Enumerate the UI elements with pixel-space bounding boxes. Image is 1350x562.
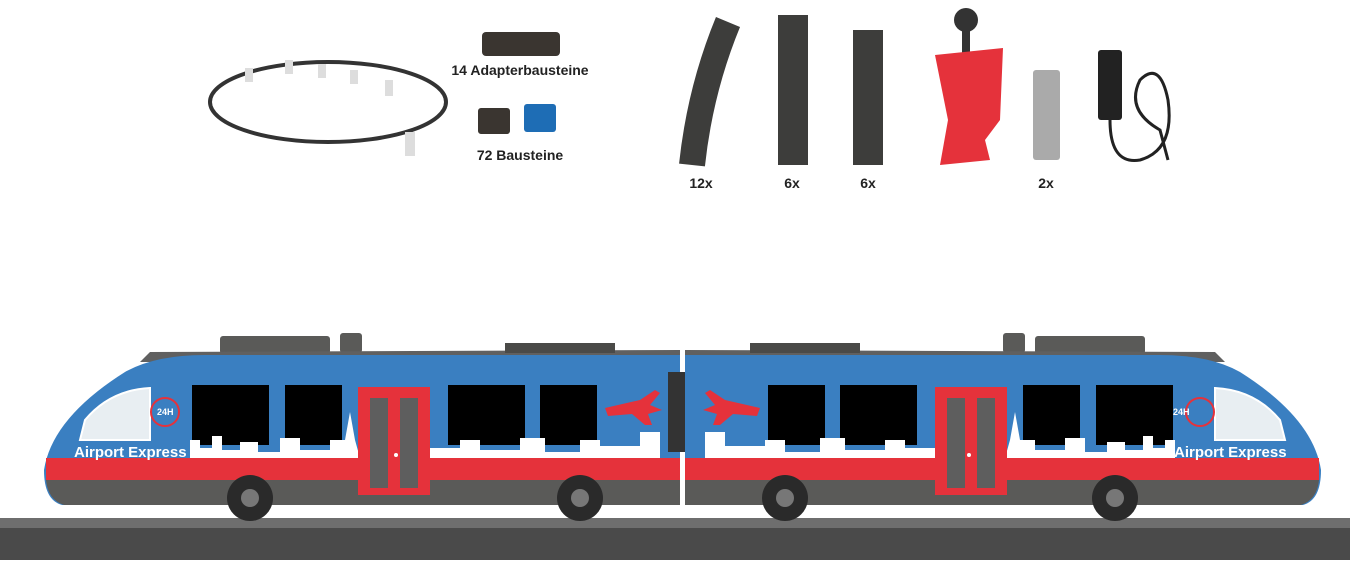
rail bbox=[0, 518, 1350, 528]
remote-controller bbox=[935, 48, 1003, 165]
straight-track-qty-2: 6x bbox=[860, 175, 876, 191]
track-bed bbox=[0, 528, 1350, 560]
curved-track bbox=[679, 17, 741, 167]
usb-cable bbox=[1098, 50, 1122, 120]
badge-24h-front: 24H bbox=[157, 407, 174, 417]
brick-dark bbox=[478, 108, 510, 134]
adapter-brick bbox=[482, 32, 560, 56]
train-name-front: Airport Express bbox=[74, 444, 187, 461]
oval-track bbox=[208, 60, 448, 144]
adapter-bricks-label: 14 Adapterbausteine bbox=[451, 62, 589, 78]
track-supports bbox=[245, 60, 415, 156]
train-car-front bbox=[43, 332, 681, 522]
train-car-rear bbox=[684, 332, 1322, 522]
brick-blue bbox=[524, 104, 556, 132]
train-name-rear: Airport Express bbox=[1174, 444, 1287, 461]
curved-track-qty: 12x bbox=[689, 175, 713, 191]
battery-qty: 2x bbox=[1038, 175, 1054, 191]
straight-track-1 bbox=[778, 15, 808, 165]
bricks-label: 72 Bausteine bbox=[476, 147, 564, 163]
badge-24h-rear: 24H bbox=[1173, 407, 1190, 417]
straight-track-qty-1: 6x bbox=[784, 175, 800, 191]
straight-track-2 bbox=[853, 30, 883, 165]
battery bbox=[1033, 70, 1060, 160]
